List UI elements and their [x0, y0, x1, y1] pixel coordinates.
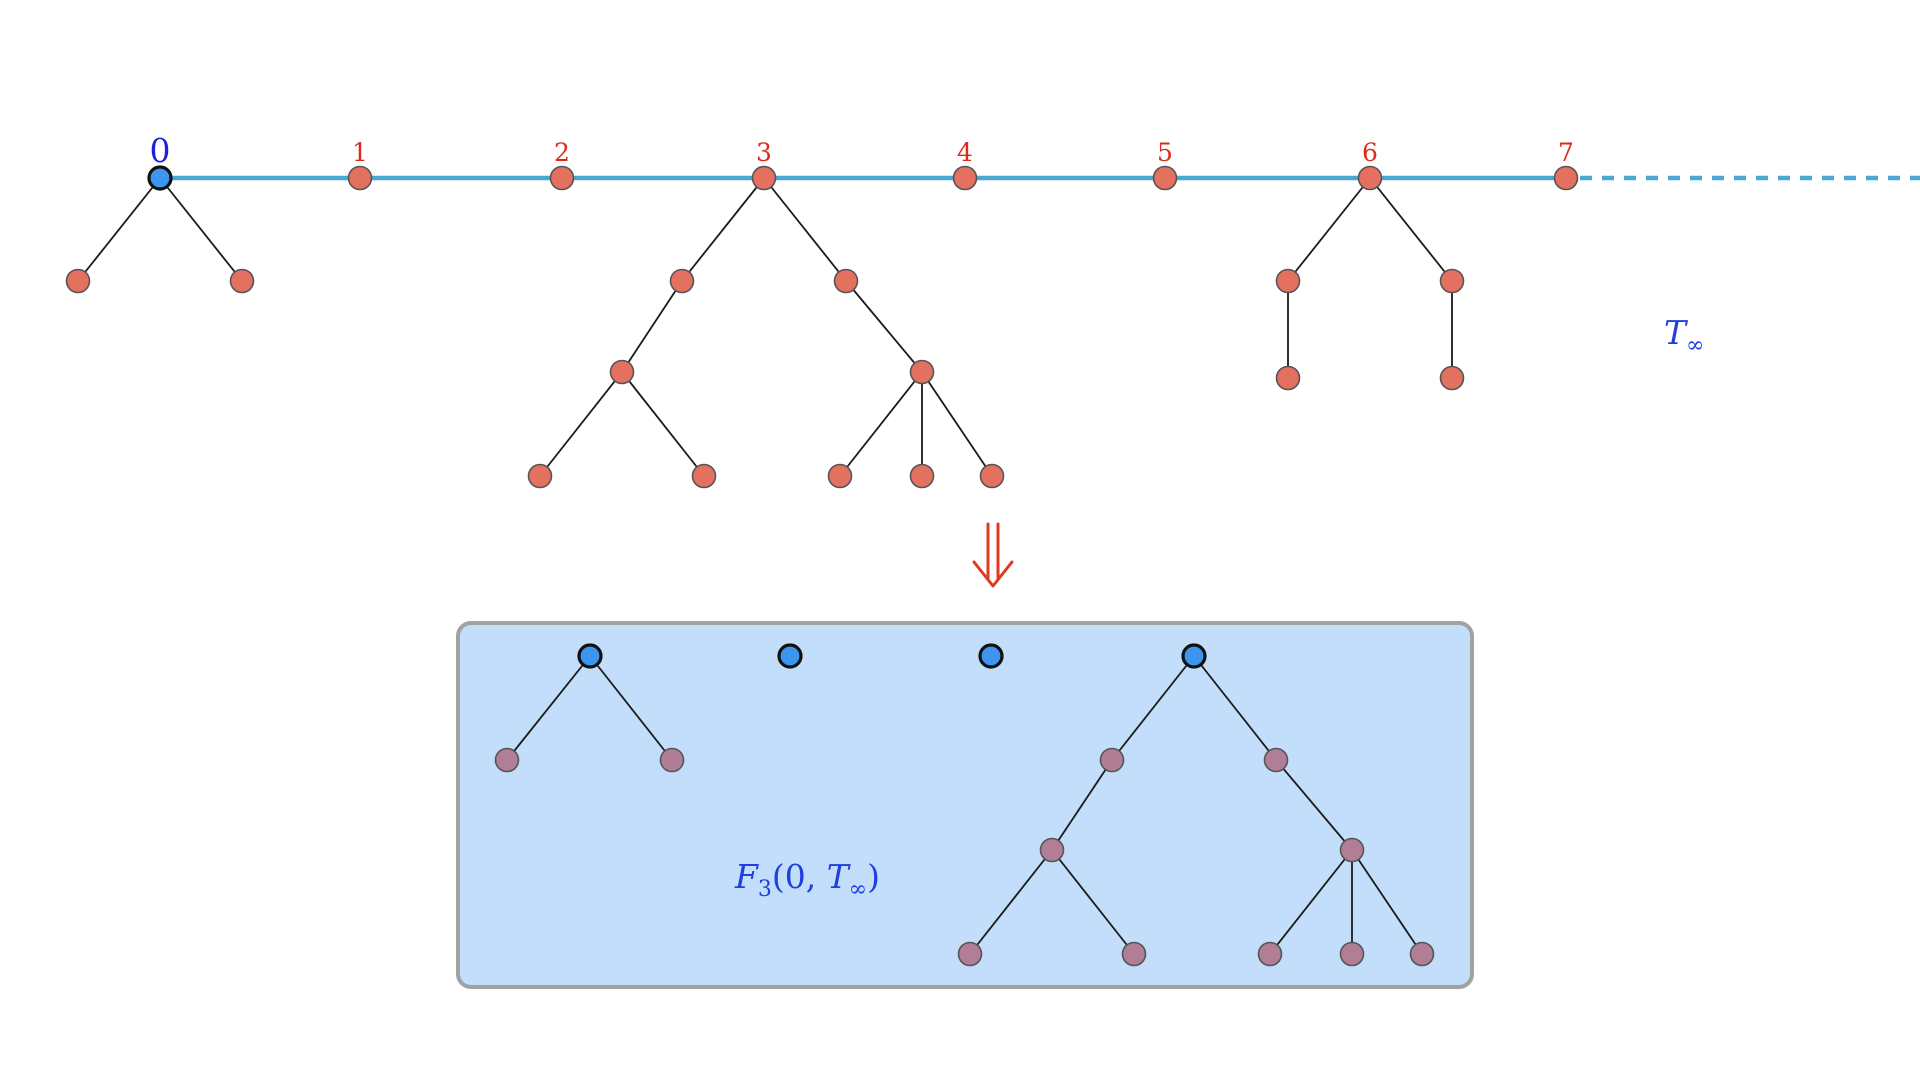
- tree-node: [833, 268, 859, 294]
- forest-label-tree-sub: ∞: [849, 877, 867, 902]
- forest-root-3: [1181, 643, 1207, 669]
- forest-label-func: F: [734, 857, 759, 896]
- tree-node: [827, 463, 853, 489]
- subtree-at-6: [1275, 177, 1465, 391]
- tree-node: [609, 359, 635, 385]
- forest-node: [659, 747, 685, 773]
- edge: [506, 655, 591, 761]
- forest-node: [1263, 747, 1289, 773]
- forest-node: [1121, 941, 1147, 967]
- forest-node: [957, 941, 983, 967]
- forest-label-close: ): [867, 857, 880, 896]
- forest-label-open: (0,: [772, 857, 827, 896]
- tree-node: [1439, 365, 1465, 391]
- spine-label-7: 7: [1558, 138, 1574, 167]
- edge: [1193, 655, 1277, 761]
- edge: [621, 371, 705, 477]
- forest-root-2: [978, 643, 1004, 669]
- forest-node: [1409, 941, 1435, 967]
- edge: [1051, 759, 1113, 851]
- forest-node: [1339, 837, 1365, 863]
- spine-label-3: 3: [756, 138, 772, 167]
- tree-node: [229, 268, 255, 294]
- subtree-at-3: [527, 177, 1005, 489]
- double-down-arrow-icon: [972, 522, 1014, 588]
- tree-label: T∞: [1664, 313, 1704, 358]
- tree-node: [527, 463, 553, 489]
- edge: [1351, 849, 1423, 955]
- spine-label-6: 6: [1362, 138, 1378, 167]
- edge: [539, 371, 623, 477]
- edge: [969, 849, 1053, 955]
- spine-label-1: 1: [352, 138, 368, 167]
- spine-node-7: [1553, 165, 1579, 191]
- tree-node: [909, 359, 935, 385]
- forest-root-0: [577, 643, 603, 669]
- edge: [621, 280, 683, 373]
- forest-node: [1039, 837, 1065, 863]
- tree-label-main: T: [1664, 313, 1689, 352]
- spine-node-5: [1152, 165, 1178, 191]
- edge: [845, 280, 923, 373]
- forest-root-1: [777, 643, 803, 669]
- spine-node-2: [549, 165, 575, 191]
- subtree-at-0: [65, 177, 255, 294]
- forest-panel: [456, 621, 1474, 989]
- spine-node-3: [751, 165, 777, 191]
- edge: [1269, 849, 1353, 955]
- spine-node-4: [952, 165, 978, 191]
- forest-node: [1257, 941, 1283, 967]
- forest-node: [1099, 747, 1125, 773]
- tree-node: [1439, 268, 1465, 294]
- edge: [839, 371, 923, 477]
- forest-label-sub: 3: [758, 877, 772, 902]
- tree-node: [1275, 365, 1301, 391]
- edge: [589, 655, 673, 761]
- edge: [1275, 759, 1353, 851]
- forest-tree-0: [494, 643, 685, 773]
- spine-node-6: [1357, 165, 1383, 191]
- edge: [1051, 849, 1135, 955]
- edge: [1287, 177, 1371, 282]
- spine-nodes: [147, 165, 1579, 191]
- tree-node: [979, 463, 1005, 489]
- tree-label-sub: ∞: [1686, 333, 1704, 358]
- edge: [77, 177, 161, 282]
- forest-tree-3: [957, 643, 1435, 967]
- spine-labels: 0 1 2 3 4 5 6 7: [150, 131, 1574, 170]
- spine-label-5: 5: [1157, 138, 1173, 167]
- forest-node: [1339, 941, 1365, 967]
- edge: [681, 177, 765, 282]
- tree-node: [691, 463, 717, 489]
- tree-node: [65, 268, 91, 294]
- edge: [1369, 177, 1453, 282]
- root-node-0: [147, 165, 173, 191]
- spine-label-2: 2: [554, 138, 570, 167]
- edge: [159, 177, 243, 282]
- edge: [921, 371, 993, 477]
- spine-node-1: [347, 165, 373, 191]
- spine-label-0: 0: [150, 131, 171, 170]
- tree-node: [909, 463, 935, 489]
- forest-node: [494, 747, 520, 773]
- forest-label: F3(0, T∞): [734, 857, 880, 902]
- edge: [763, 177, 847, 282]
- tree-node: [669, 268, 695, 294]
- tree-node: [1275, 268, 1301, 294]
- forest-label-tree: T: [827, 857, 852, 896]
- spine-label-4: 4: [957, 138, 973, 167]
- edge: [1111, 655, 1195, 761]
